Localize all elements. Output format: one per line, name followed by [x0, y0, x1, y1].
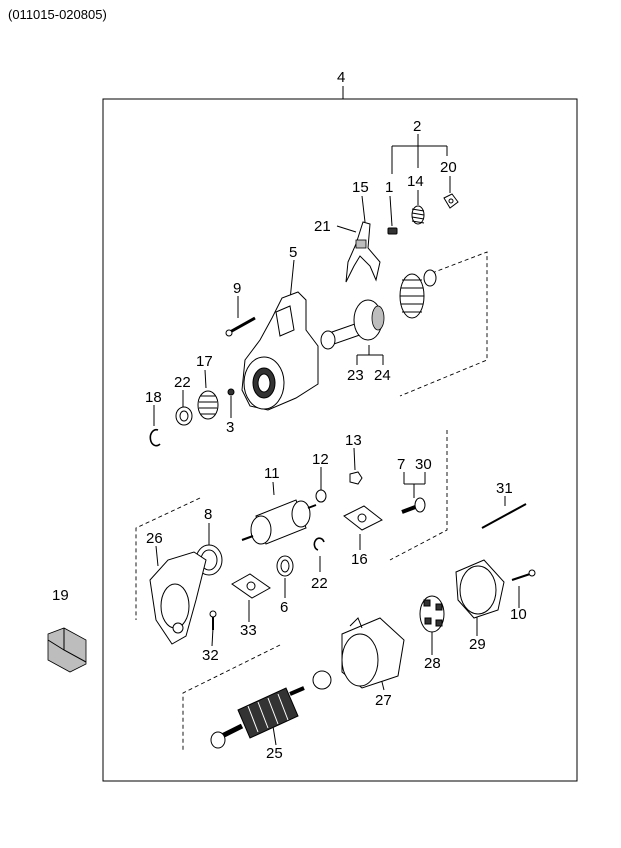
- label-14: 14: [407, 173, 424, 190]
- part-5-front-housing: [241, 291, 319, 411]
- part-23-24-clutch-shaft: [320, 299, 385, 350]
- label-4: 4: [337, 69, 345, 86]
- part-18-snap-ring: [149, 428, 161, 447]
- part-9-bolt: [225, 316, 256, 337]
- label-5: 5: [289, 244, 297, 261]
- part-28-brush-plate: [419, 595, 445, 633]
- label-3: 3: [226, 419, 234, 436]
- label-16: 16: [351, 551, 368, 568]
- label-8: 8: [204, 506, 212, 523]
- label-20: 20: [440, 159, 457, 176]
- diagram-code: (011015-020805): [8, 7, 107, 22]
- part-12-washer: [315, 489, 327, 503]
- part-33-plate: [231, 573, 271, 599]
- label-32: 32: [202, 647, 219, 664]
- part-26-drive-housing: [149, 551, 207, 645]
- part-29-rear-cover: [455, 559, 505, 619]
- part-pinion-gear: [399, 269, 437, 319]
- label-31: 31: [496, 480, 513, 497]
- part-32-screw: [209, 610, 217, 630]
- part-16-plate: [343, 505, 383, 531]
- assembly-frame: [102, 98, 578, 782]
- label-23: 23: [347, 367, 364, 384]
- part-22-collar: [175, 406, 193, 426]
- part-7-30-bolt: [401, 497, 426, 514]
- part-27-yoke: [341, 617, 405, 689]
- part-1-clip: [387, 227, 398, 235]
- label-29: 29: [469, 636, 486, 653]
- label-21: 21: [314, 218, 331, 235]
- label-19: 19: [52, 587, 69, 604]
- part-bearing: [312, 670, 332, 690]
- label-25: 25: [266, 745, 283, 762]
- label-27: 27: [375, 692, 392, 709]
- label-28: 28: [424, 655, 441, 672]
- label-6: 6: [280, 599, 288, 616]
- label-15: 15: [352, 179, 369, 196]
- label-22-upper: 22: [174, 374, 191, 391]
- part-10-screw: [511, 569, 536, 581]
- label-30: 30: [415, 456, 432, 473]
- label-9: 9: [233, 280, 241, 297]
- label-2: 2: [413, 118, 421, 135]
- part-6-ring: [276, 555, 294, 577]
- part-15-shift-lever: [345, 221, 381, 283]
- part-22-ring: [313, 537, 325, 551]
- part-17-pinion: [197, 390, 219, 420]
- label-13: 13: [345, 432, 362, 449]
- part-25-armature: [220, 686, 305, 739]
- label-33: 33: [240, 622, 257, 639]
- label-18: 18: [145, 389, 162, 406]
- part-3-ball: [227, 388, 235, 396]
- label-10: 10: [510, 606, 527, 623]
- part-11-solenoid: [241, 499, 317, 545]
- label-11: 11: [264, 465, 280, 482]
- label-24: 24: [374, 367, 391, 384]
- part-14-spring: [411, 205, 425, 225]
- part-bearing-front: [210, 731, 226, 749]
- part-13-nut: [349, 471, 363, 485]
- label-7: 7: [397, 456, 405, 473]
- label-17: 17: [196, 353, 213, 370]
- part-19-brush-holder: [47, 627, 87, 673]
- label-26: 26: [146, 530, 163, 547]
- part-31-through-bolt: [481, 503, 527, 529]
- label-22-lower: 22: [311, 575, 328, 592]
- part-20-hook: [443, 193, 459, 209]
- label-12: 12: [312, 451, 329, 468]
- label-1: 1: [385, 179, 393, 196]
